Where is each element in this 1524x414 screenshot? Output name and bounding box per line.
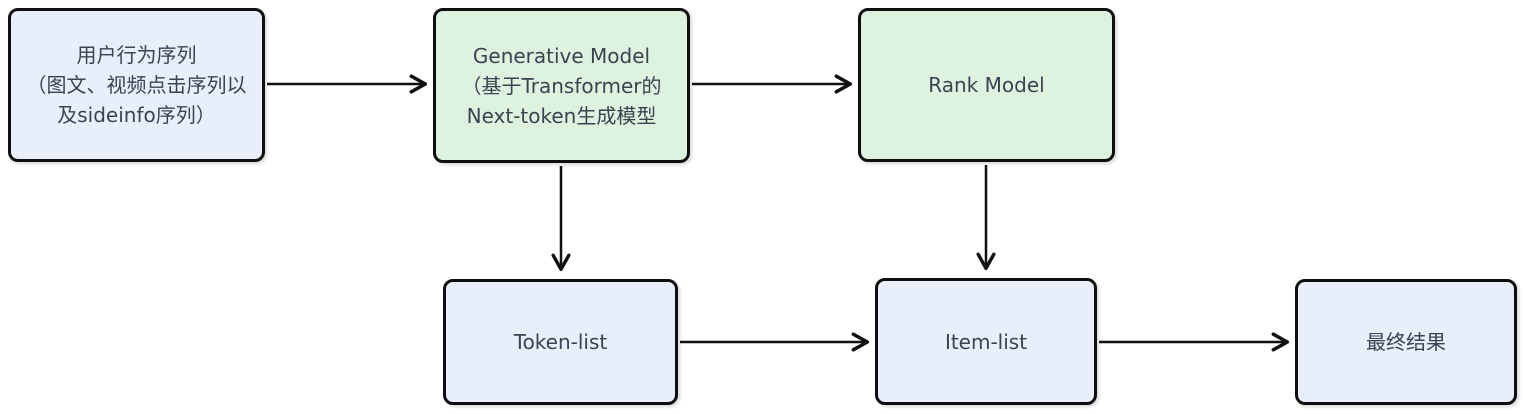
node-text-line: Rank Model	[928, 73, 1045, 97]
node-generative-model: Generative Model （基于Transformer的 Next-to…	[433, 8, 690, 163]
node-text-line: 最终结果	[1366, 330, 1446, 354]
node-text-line: Item-list	[944, 329, 1028, 354]
node-text-line: Next-token生成模型	[466, 103, 657, 128]
node-rank-model: Rank Model	[858, 8, 1115, 162]
node-text-line: Generative Model	[472, 43, 651, 68]
node-text-line: 及sideinfo序列）	[57, 103, 216, 127]
node-text-line: Token-list	[513, 330, 608, 354]
node-token-list: Token-list	[443, 279, 678, 405]
node-item-list: Item-list	[875, 278, 1097, 405]
node-text-line: （图文、视频点击序列以	[26, 73, 247, 97]
node-final-result: 最终结果	[1295, 279, 1517, 405]
node-user-behavior-sequence: 用户行为序列 （图文、视频点击序列以 及sideinfo序列）	[8, 8, 265, 162]
node-text-line: （基于Transformer的	[461, 73, 662, 98]
node-text-line: 用户行为序列	[76, 43, 197, 67]
